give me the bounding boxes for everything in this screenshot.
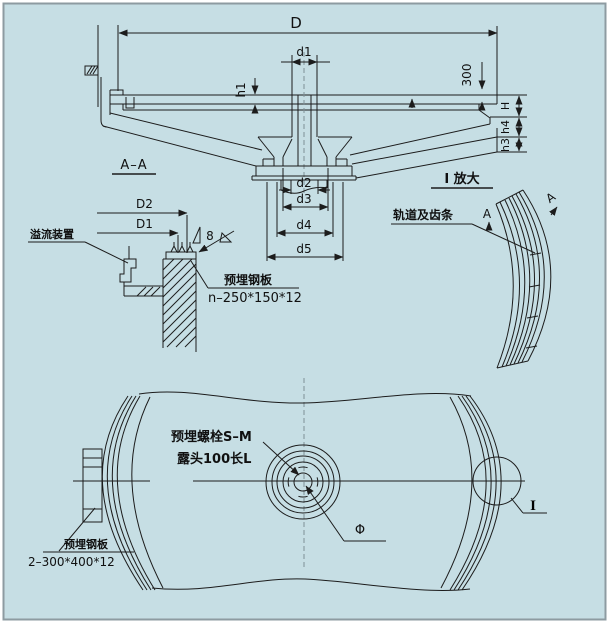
- track-label-callout: 轨道及齿条: [391, 207, 536, 254]
- embedded-plate-spec-pier: n–250*150*12: [208, 291, 302, 306]
- dim-h4-label: h4: [499, 120, 512, 134]
- dim-d4: d4: [276, 182, 334, 237]
- overflow-device-callout: 溢流装置: [28, 227, 129, 264]
- bolt-note-callout: 预埋螺栓S–M 露头100长L: [171, 429, 300, 476]
- phi-symbol: Φ: [355, 523, 365, 538]
- hub-circles: [265, 444, 341, 520]
- pier-detail: D2 D1 溢流装置: [28, 197, 302, 352]
- detail-i-mark: I: [530, 498, 536, 514]
- overflow-label: 溢流装置: [30, 227, 74, 241]
- dim-D-label: D: [290, 14, 302, 32]
- dim-D1-label: D1: [136, 217, 153, 231]
- plan-view: 预埋螺栓S–M 露头100长L Φ 预埋钢板 2–300*400*12: [28, 378, 547, 591]
- weld-symbol: 8: [192, 226, 235, 253]
- track-detail: I 放大 轨道及齿条 A A: [391, 171, 559, 369]
- dim-D2-label: D2: [136, 197, 153, 211]
- embedded-plate: [165, 242, 197, 260]
- embedded-plate-label-pier: 预埋钢板: [224, 272, 273, 287]
- dim-d4-label: d4: [296, 218, 311, 232]
- plan-plate-callout: 预埋钢板 2–300*400*12: [28, 507, 134, 569]
- gate-plan-outline: [101, 391, 502, 591]
- overflow-device: [119, 246, 163, 297]
- bolt-note-line1: 预埋螺栓S–M: [171, 429, 252, 445]
- section-view-aa: D: [84, 14, 527, 261]
- embedded-plate-spec-plan: 2–300*400*12: [28, 555, 115, 569]
- track-label: 轨道及齿条: [393, 207, 454, 222]
- dim-H-h4-h3: H h4 h3: [490, 94, 527, 153]
- dim-d5: d5: [266, 182, 344, 261]
- dim-D: D: [118, 14, 498, 95]
- section-arrow-a-left: A: [483, 207, 492, 221]
- section-title: A–A: [112, 158, 156, 175]
- dim-D2: D2: [97, 197, 188, 253]
- detail-i-callout: I: [472, 456, 547, 514]
- dim-H-label: H: [499, 102, 512, 110]
- dim-300-label: 300: [460, 64, 474, 87]
- section-aa-label: A–A: [120, 158, 147, 173]
- dim-D1: D1: [97, 217, 179, 253]
- diameter-callout: Φ: [305, 485, 386, 542]
- dim-d3-label: d3: [296, 192, 311, 206]
- embedded-plate-label-plan: 预埋钢板: [64, 537, 109, 551]
- detail-title-label: I 放大: [444, 171, 479, 187]
- curved-track: [495, 189, 552, 369]
- dim-300: 300: [408, 62, 486, 111]
- dim-d1-label: d1: [296, 45, 311, 59]
- dim-d2-label: d2: [296, 176, 311, 190]
- dim-d1: d1: [281, 45, 330, 66]
- dim-h1-label: h1: [234, 82, 248, 97]
- plan-embedded-plate: [82, 448, 103, 523]
- bolt-note-line2: 露头100长L: [177, 451, 251, 467]
- dim-d3: d3: [282, 168, 329, 211]
- detail-title: I 放大: [431, 171, 493, 189]
- weld-size-label: 8: [206, 229, 214, 243]
- embedded-plate-callout: 预埋钢板 n–250*150*12: [190, 260, 302, 306]
- left-wall: [84, 25, 119, 107]
- dim-h1: h1: [234, 78, 259, 114]
- dim-h3-label: h3: [499, 138, 512, 152]
- dim-d5-label: d5: [296, 242, 311, 256]
